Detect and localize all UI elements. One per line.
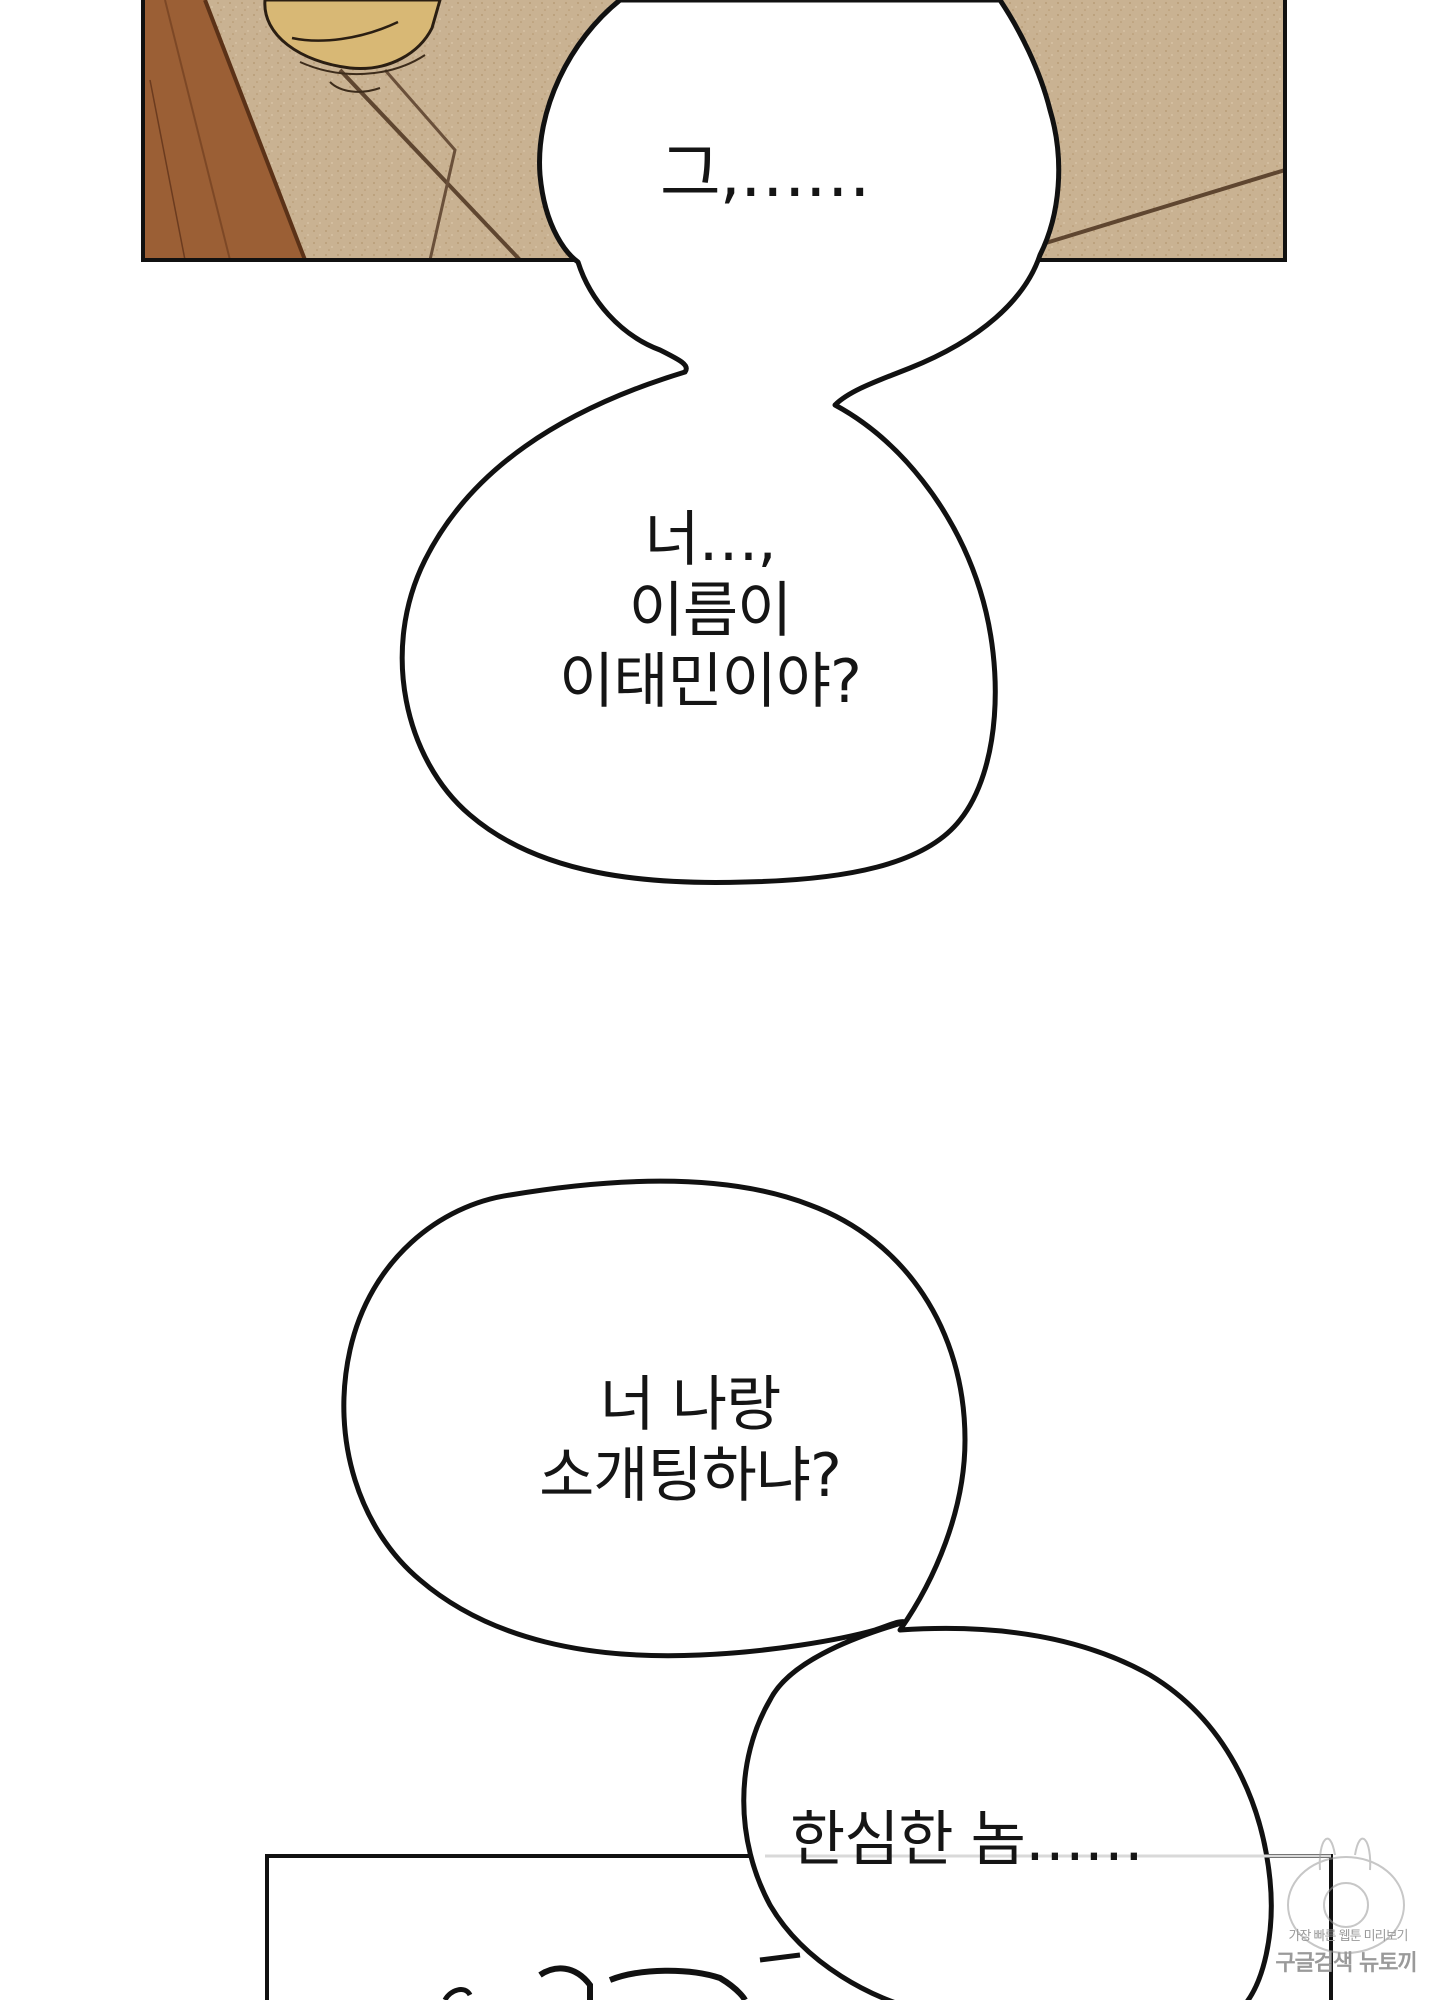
speech-bubble-3-4	[265, 1178, 1333, 2000]
speech-bubble-1-2	[399, 0, 1062, 885]
bubble-3-text: 너 나랑 소개팅하냐?	[539, 1370, 842, 1511]
bubble-1-text: 그,……	[660, 135, 871, 212]
bubble-2-text: 너…, 이름이 이태민이야?	[559, 505, 862, 717]
watermark-line-2: 구글검색 뉴토끼	[1275, 1951, 1417, 1976]
watermark-line-1: 가장 빠른 웹툰 미리보기	[1288, 1929, 1409, 1944]
bubble-4-text: 한심한 놈……	[790, 1805, 1144, 1875]
watermark-logo	[1287, 1837, 1405, 1954]
